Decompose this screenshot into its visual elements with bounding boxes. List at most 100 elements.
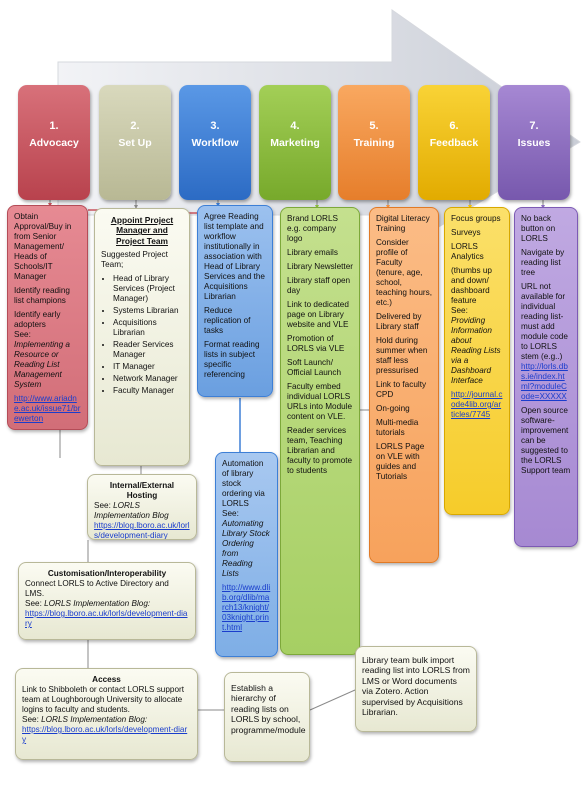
tab-number: 6. — [449, 120, 459, 132]
issues-text: Open source software- improvement can be… — [521, 406, 571, 475]
marketing-item: Library Newsletter — [287, 262, 353, 271]
see-label: See: — [94, 501, 111, 510]
customisation-text: Connect LORLS to Active Directory and LM… — [25, 579, 169, 598]
citation: LORLS Implementation Blog: — [44, 599, 151, 608]
marketing-item: Reader services team, Teaching Librarian… — [287, 426, 353, 475]
marketing-item: Library staff open day — [287, 276, 351, 295]
team-list: Head of Library Services (Project Manage… — [101, 274, 183, 396]
marketing-item: Link to dedicated page on Library websit… — [287, 300, 349, 329]
team-item: Head of Library Services (Project Manage… — [113, 274, 183, 304]
citation: Providing Information about Reading List… — [451, 316, 501, 385]
tab-title: Marketing — [270, 137, 320, 149]
feedback-text: Focus groups — [451, 214, 501, 223]
advocacy-box: Obtain Approval/Buy in from Senior Manag… — [7, 205, 88, 430]
see-label: See: — [14, 330, 31, 339]
tab-title: Training — [353, 137, 395, 149]
see-label: See: — [222, 509, 239, 518]
tab-title: Set Up — [118, 137, 152, 149]
setup-box: Appoint Project Manager and Project Team… — [94, 208, 190, 466]
tab-number: 2. — [130, 120, 140, 132]
training-item: Multi-media tutorials — [376, 418, 419, 437]
see-label: See: — [25, 599, 42, 608]
marketing-item: Promotion of LORLS via VLE — [287, 334, 345, 353]
automation-text: Automation of library stock ordering via… — [222, 459, 265, 508]
tab-feedback: 6. Feedback — [418, 85, 490, 200]
reference-link[interactable]: http://www.ariadne.ac.uk/issue71/brewert… — [14, 394, 81, 423]
training-item: Consider profile of Faculty (tenure, age… — [376, 238, 432, 307]
reference-link[interactable]: https://blog.lboro.ac.uk/lorls/developme… — [22, 725, 188, 744]
training-item: Delivered by Library staff — [376, 312, 422, 331]
citation: LORLS Implementation Blog — [94, 501, 169, 520]
reference-link[interactable]: https://blog.lboro.ac.uk/lorls/developme… — [25, 609, 188, 628]
workflow-text: Agree Reading list template and workflow… — [204, 212, 265, 301]
team-item: Systems Librarian — [113, 306, 183, 316]
tab-number: 1. — [49, 120, 59, 132]
access-box: Access Link to Shibboleth or contact LOR… — [15, 668, 198, 760]
training-box: Digital Literacy Training Consider profi… — [369, 207, 439, 563]
tab-issues: 7. Issues — [498, 85, 570, 200]
setup-heading: Appoint Project Manager and Project Team — [110, 215, 174, 246]
tab-number: 7. — [529, 120, 539, 132]
hierarchy-box: Establish a hierarchy of reading lists o… — [224, 672, 310, 762]
feedback-text: LORLS Analytics — [451, 242, 484, 261]
citation: LORLS Implementation Blog: — [41, 715, 148, 724]
tab-number: 3. — [210, 120, 220, 132]
training-item: Hold during summer when staff less press… — [376, 336, 428, 375]
bulk-import-box: Library team bulk import reading list in… — [355, 646, 477, 732]
marketing-item: Brand LORLS e.g. company logo — [287, 214, 338, 243]
reference-link[interactable]: http://journal.code4lib.org/articles/774… — [451, 390, 503, 419]
reference-link[interactable]: http://www.dlib.org/dlib/march13/knight/… — [222, 583, 271, 632]
feedback-text: Surveys — [451, 228, 481, 237]
reference-link[interactable]: https://blog.lboro.ac.uk/lorls/developme… — [94, 521, 190, 540]
tab-workflow: 3. Workflow — [179, 85, 251, 200]
issues-box: No back button on LORLS Navigate by read… — [514, 207, 578, 547]
citation: Implementing a Resource or Reading List … — [14, 340, 70, 389]
workflow-box: Agree Reading list template and workflow… — [197, 205, 273, 397]
marketing-box: Brand LORLS e.g. company logo Library em… — [280, 207, 360, 655]
reference-link[interactable]: http://lorls.dbs.ie/index.html?moduleCod… — [521, 362, 568, 401]
hosting-title: Internal/External Hosting — [109, 481, 175, 500]
team-item: Reader Services Manager — [113, 340, 183, 360]
team-item: Network Manager — [113, 374, 183, 384]
see-label: See: — [451, 306, 468, 315]
training-item: Digital Literacy Training — [376, 214, 430, 233]
see-label: See: — [22, 715, 39, 724]
training-item: Link to faculty CPD — [376, 380, 427, 399]
tab-marketing: 4. Marketing — [259, 85, 331, 200]
citation: Automating Library Stock Ordering from R… — [222, 519, 270, 578]
feedback-box: Focus groups Surveys LORLS Analytics (th… — [444, 207, 510, 515]
workflow-text: Reduce replication of tasks — [204, 306, 251, 335]
team-item: IT Manager — [113, 362, 183, 372]
bulk-import-text: Library team bulk import reading list in… — [362, 655, 470, 718]
access-title: Access — [92, 675, 121, 684]
tab-advocacy: 1. Advocacy — [18, 85, 90, 200]
team-item: Acquisitions Librarian — [113, 318, 183, 338]
customisation-box: Customisation/Interoperability Connect L… — [18, 562, 196, 640]
feedback-text: (thumbs up and down/ dashboard feature — [451, 266, 492, 305]
team-item: Faculty Manager — [113, 386, 183, 396]
training-item: LORLS Page on VLE with guides and Tutori… — [376, 442, 425, 481]
marketing-item: Soft Launch/ Official Launch — [287, 358, 342, 377]
tab-title: Advocacy — [29, 137, 79, 149]
workflow-text: Format reading lists in subject specific… — [204, 340, 260, 379]
advocacy-text: Identify reading list champions — [14, 286, 70, 305]
access-text: Link to Shibboleth or contact LORLS supp… — [22, 685, 185, 714]
marketing-item: Library emails — [287, 248, 338, 257]
advocacy-text: Obtain Approval/Buy in from Senior Manag… — [14, 212, 72, 281]
issues-text: URL not available for individual reading… — [521, 282, 568, 361]
tab-number: 4. — [290, 120, 300, 132]
automation-box: Automation of library stock ordering via… — [215, 452, 278, 657]
hierarchy-text: Establish a hierarchy of reading lists o… — [231, 683, 306, 735]
tab-training: 5. Training — [338, 85, 410, 200]
tab-title: Issues — [517, 137, 551, 149]
tab-set-up: 2. Set Up — [99, 85, 171, 200]
hosting-box: Internal/External Hosting See: LORLS Imp… — [87, 474, 197, 540]
advocacy-text: Identify early adopters — [14, 310, 61, 329]
training-item: On-going — [376, 404, 410, 413]
marketing-item: Faculty embed individual LORLS URLs into… — [287, 382, 353, 421]
tab-title: Feedback — [429, 137, 479, 149]
issues-text: Navigate by reading list tree — [521, 248, 565, 277]
setup-intro: Suggested Project Team; — [101, 249, 168, 269]
customisation-title: Customisation/Interoperability — [47, 569, 167, 578]
tab-number: 5. — [369, 120, 379, 132]
